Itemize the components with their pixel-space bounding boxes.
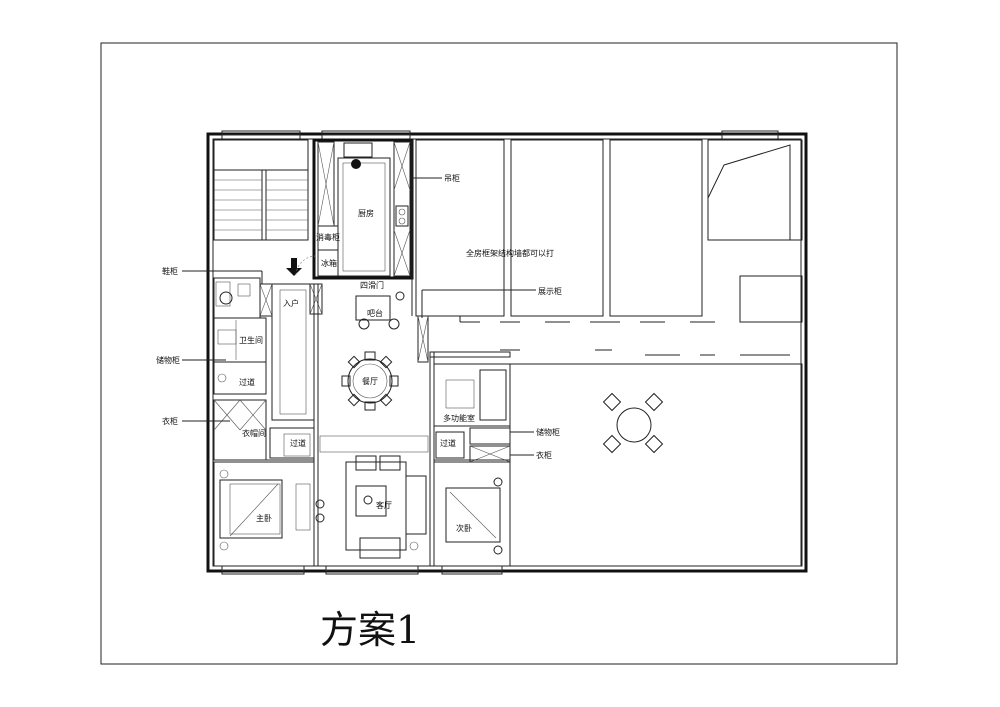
leader-lines <box>182 177 536 456</box>
label-bathroom: 卫生间 <box>239 335 263 345</box>
sheet-border <box>100 42 898 665</box>
round-table-set <box>602 392 664 454</box>
callout-storage-right: 储物柜 <box>536 427 560 437</box>
master-bedroom <box>213 461 325 567</box>
right-rooms <box>415 139 803 567</box>
label-bar: 吧台 <box>367 308 383 318</box>
label-master-bedroom: 主卧 <box>256 513 272 523</box>
living-area <box>319 435 429 559</box>
label-living: 客厅 <box>376 500 392 510</box>
multi-room <box>433 363 511 463</box>
label-four-slide-door: 四滑门 <box>360 280 384 290</box>
label-passage-right: 过道 <box>440 438 456 448</box>
label-second-bedroom: 次卧 <box>456 523 472 533</box>
label-passage-mid: 过道 <box>290 438 306 448</box>
label-kitchen: 厨房 <box>358 208 374 218</box>
dining-area <box>341 291 429 411</box>
second-bedroom <box>433 461 511 567</box>
label-disinfect-cabinet: 消毒柜 <box>316 232 340 242</box>
outer-wall <box>206 132 808 573</box>
callout-shoe-cabinet: 鞋柜 <box>162 266 178 276</box>
label-dining: 餐厅 <box>362 377 378 386</box>
callout-wardrobe-left: 衣柜 <box>162 416 178 426</box>
label-multi-room: 多功能室 <box>443 413 475 423</box>
label-fridge: 冰箱 <box>321 258 337 268</box>
callout-storage-left: 储物柜 <box>156 355 180 365</box>
callout-wardrobe-right: 衣柜 <box>536 450 552 460</box>
plan-title: 方案1 <box>320 608 420 652</box>
entrance-area <box>259 255 323 421</box>
label-cloakroom: 衣帽间 <box>242 428 266 438</box>
label-passage-left: 过道 <box>239 377 255 387</box>
callout-display-cabinet: 展示柜 <box>538 286 562 296</box>
callout-hanging-cabinet: 吊柜 <box>444 173 460 183</box>
inner-walls <box>214 140 510 566</box>
stairs <box>213 139 309 241</box>
callout-structure-note: 全房框架结构墙都可以打 <box>466 248 554 258</box>
label-entrance: 入户 <box>283 298 299 308</box>
